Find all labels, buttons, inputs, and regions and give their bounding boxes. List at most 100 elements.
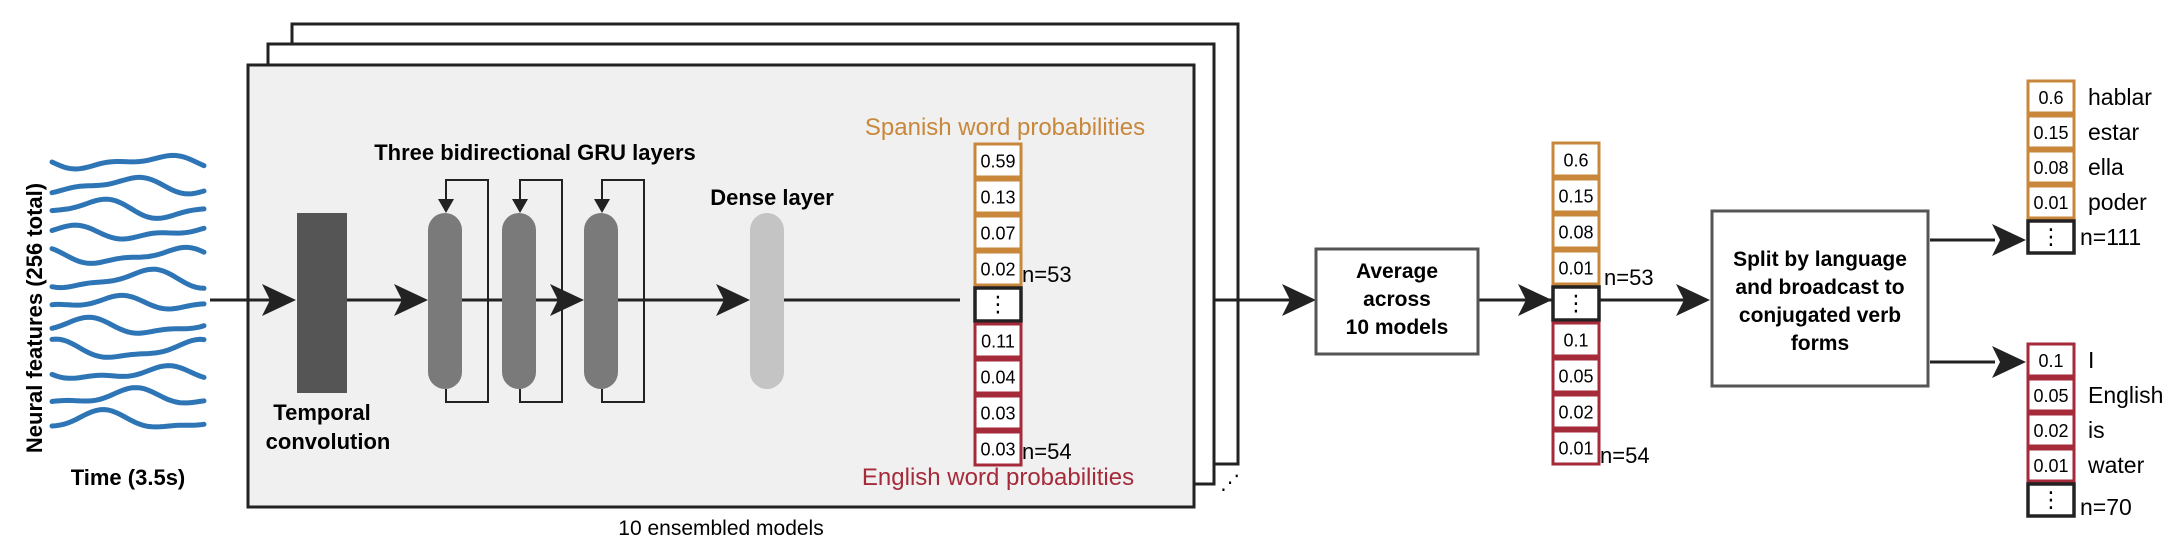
neural-feature-trace — [49, 152, 207, 172]
prob-cell-english — [973, 394, 1023, 431]
average-line-1: Average — [1356, 260, 1438, 283]
prob-value: 0.04 — [980, 368, 1015, 388]
english-output-n: n=70 — [2080, 494, 2132, 520]
temporal-conv-label-2: convolution — [266, 429, 391, 454]
split-line-4: forms — [1791, 332, 1849, 355]
prob-cell-spanish — [973, 178, 1023, 215]
average-spanish-n: n=53 — [1604, 265, 1654, 290]
output-word: ella — [2088, 154, 2124, 180]
output-word: hablar — [2088, 84, 2152, 110]
prob-cell-spanish — [973, 250, 1023, 287]
neural-feature-trace — [49, 222, 207, 242]
prob-cell-spanish — [1551, 249, 1601, 286]
spanish-probs-label: Spanish word probabilities — [865, 114, 1145, 141]
prob-cell-ellipsis — [973, 286, 1023, 323]
dense-label: Dense layer — [710, 185, 834, 210]
flow-arrowheads — [262, 224, 2026, 378]
prob-value: 0.08 — [1558, 223, 1593, 243]
prob-cell-english — [1551, 429, 1601, 466]
ensembled-models-label: 10 ensembled models — [618, 517, 823, 540]
gru-layer-3 — [584, 213, 618, 389]
average-line-3: 10 models — [1346, 316, 1449, 339]
prob-cell-ellipsis — [2026, 482, 2076, 518]
neural-feature-trace — [49, 314, 207, 336]
neural-feature-trace — [49, 406, 207, 430]
neural-feature-trace — [49, 244, 207, 266]
ellipsis-text: ⋮ — [2040, 224, 2062, 249]
neural-feature-trace — [49, 174, 207, 197]
prob-cell-spanish — [2026, 114, 2076, 150]
prob-cell-spanish — [973, 214, 1023, 251]
output-word: poder — [2088, 189, 2147, 215]
prob-value: 0.15 — [2033, 123, 2068, 143]
stack-ellipsis: ⋰ — [1220, 472, 1240, 494]
prob-cell-spanish — [1551, 177, 1601, 214]
prob-cell-english — [1551, 321, 1601, 358]
model-spanish-n: n=53 — [1022, 262, 1072, 287]
average-line-2: across — [1363, 288, 1431, 311]
split-line-1: Split by language — [1733, 248, 1907, 271]
model-english-n: n=54 — [1022, 439, 1072, 464]
prob-value: 0.02 — [980, 260, 1015, 280]
prob-value: 0.01 — [2033, 456, 2068, 476]
temporal-conv-label-1: Temporal — [273, 400, 370, 425]
neural-feature-trace — [49, 336, 207, 360]
average-box — [1314, 247, 1480, 356]
prob-cell-ellipsis — [2026, 219, 2076, 255]
neural-feature-trace — [49, 363, 207, 381]
neural-features-label: Neural features (256 total) — [22, 183, 47, 453]
prob-cell-english — [2026, 377, 2076, 413]
prob-value: 0.03 — [980, 440, 1015, 460]
prob-value: 0.13 — [980, 188, 1015, 208]
english-probs-label: English word probabilities — [862, 464, 1134, 491]
output-word: is — [2088, 417, 2105, 443]
output-word: I — [2088, 347, 2094, 373]
prob-value: 0.1 — [2038, 351, 2063, 371]
prob-value: 0.01 — [2033, 193, 2068, 213]
prob-value: 0.05 — [2033, 386, 2068, 406]
prob-cell-spanish — [2026, 79, 2076, 115]
prob-cell-english — [1551, 357, 1601, 394]
prob-cell-english — [1551, 393, 1601, 430]
ellipsis-text: ⋮ — [2040, 487, 2062, 512]
prob-value: 0.01 — [1558, 259, 1593, 279]
prob-value: 0.01 — [1558, 439, 1593, 459]
average-prob-column: 0.60.150.080.01⋮0.10.050.020.01 — [1551, 141, 1601, 466]
prob-value: 0.02 — [2033, 421, 2068, 441]
prob-value: 0.08 — [2033, 158, 2068, 178]
prob-cell-spanish — [2026, 184, 2076, 220]
average-english-n: n=54 — [1600, 443, 1650, 468]
prob-value: 0.11 — [981, 332, 1015, 352]
neural-feature-trace — [49, 196, 207, 221]
prob-cell-spanish — [2026, 149, 2076, 185]
ellipsis-text: ⋮ — [1565, 291, 1587, 316]
spanish-output-column: 0.6 hablar 0.15 estar 0.08 ella 0.01 poder ⋮ — [2026, 79, 2152, 255]
model-panel-front — [246, 63, 1196, 509]
prob-value: 0.6 — [2038, 88, 2063, 108]
prob-value: 0.15 — [1558, 187, 1593, 207]
prob-value: 0.59 — [980, 152, 1015, 172]
output-word: estar — [2088, 119, 2139, 145]
prob-cell-english — [2026, 447, 2076, 483]
dense-layer — [750, 213, 784, 389]
prob-value: 0.6 — [1563, 151, 1588, 171]
prob-cell-spanish — [1551, 141, 1601, 178]
prob-value: 0.07 — [980, 224, 1015, 244]
prob-cell-ellipsis — [1551, 285, 1601, 322]
model-prob-column: 0.59 0.13 0.07 0.02 ⋮ 0.11 0.04 0.03 0.03 — [973, 142, 1023, 467]
prob-cell-english — [2026, 342, 2076, 378]
split-box — [1710, 209, 1930, 388]
neural-waves — [49, 152, 207, 430]
prob-cell-english — [2026, 412, 2076, 448]
prob-value: 0.02 — [1558, 403, 1593, 423]
split-line-3: conjugated verb — [1739, 304, 1901, 327]
neural-feature-trace — [49, 266, 207, 291]
prob-cell-english — [973, 430, 1023, 467]
gru-loop-arrowheads — [438, 199, 610, 213]
split-line-2: and broadcast to — [1735, 276, 1904, 299]
ellipsis-text: ⋮ — [987, 292, 1009, 317]
spanish-output-n: n=111 — [2080, 224, 2141, 250]
prob-cell-english — [973, 358, 1023, 395]
prob-value: 0.03 — [980, 404, 1015, 424]
